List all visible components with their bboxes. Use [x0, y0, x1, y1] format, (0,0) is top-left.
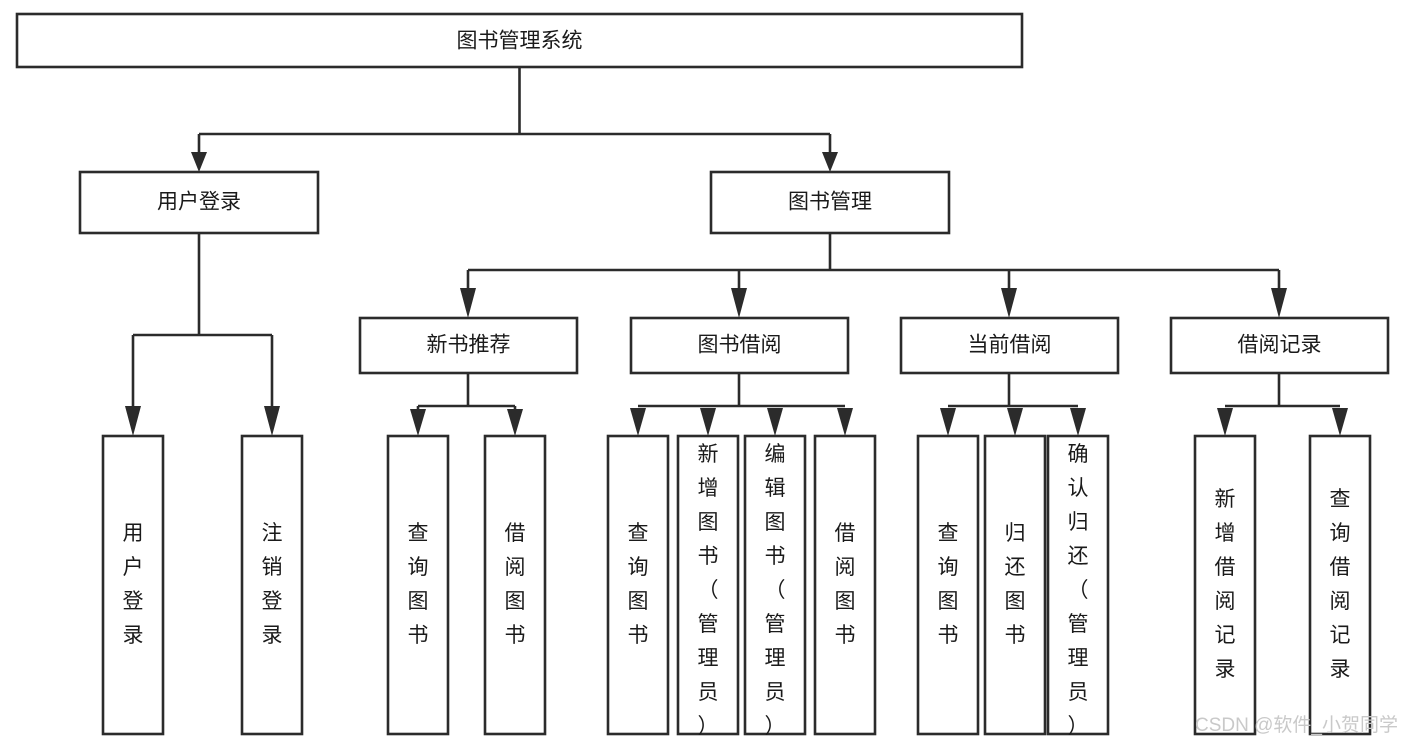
node-new-book-recommend-label: 新书推荐	[427, 334, 511, 357]
leaf-current-borrow-query-label: 查询图书	[938, 522, 959, 647]
arrow-head-leaf-logout	[264, 406, 280, 436]
node-user-login-label: 用户登录	[157, 191, 241, 214]
leaf-borrow-record-query[interactable]: 查询借阅记录	[1308, 434, 1372, 736]
arrow-head-bb-leaf-1	[700, 408, 716, 436]
node-borrow-record-label: 借阅记录	[1238, 334, 1322, 357]
leaf-book-borrow-edit[interactable]: 编辑图书（管理员）	[743, 434, 807, 738]
leaf-borrow-record-add-label: 新增借阅记录	[1215, 488, 1236, 681]
node-book-manage-box[interactable]	[709, 170, 951, 235]
leaf-book-borrow-edit-box[interactable]	[743, 434, 807, 736]
leaf-new-book-query[interactable]: 查询图书	[386, 434, 450, 736]
leaf-borrow-record-query-label: 查询借阅记录	[1330, 488, 1351, 681]
leaf-book-borrow-borrow[interactable]: 借阅图书	[813, 434, 877, 736]
node-user-login-box[interactable]	[78, 170, 320, 235]
leaf-user-login-login-box[interactable]	[101, 434, 165, 736]
node-new-book-recommend-box[interactable]	[358, 316, 579, 375]
node-book-borrow[interactable]: 图书借阅	[629, 316, 850, 375]
node-book-borrow-box[interactable]	[629, 316, 850, 375]
leaf-book-borrow-query[interactable]: 查询图书	[606, 434, 670, 736]
leaf-book-borrow-query-box[interactable]	[606, 434, 670, 736]
node-new-book-recommend[interactable]: 新书推荐	[358, 316, 579, 375]
leaf-book-borrow-add[interactable]: 新增图书（管理员）	[676, 434, 740, 738]
arrow-head-cb-leaf-2	[1070, 408, 1086, 436]
arrow-head-leaf-user-login	[125, 406, 141, 436]
leaf-book-borrow-borrow-label: 借阅图书	[835, 522, 856, 647]
leaf-book-borrow-add-box[interactable]	[676, 434, 740, 736]
leaf-current-borrow-return-label: 归还图书	[1005, 522, 1026, 647]
leaf-book-borrow-borrow-box[interactable]	[813, 434, 877, 736]
node-book-borrow-label: 图书借阅	[698, 334, 782, 357]
leaf-borrow-record-add-box[interactable]	[1193, 434, 1257, 736]
leaf-current-borrow-confirm-label: 确认归还（管理员）	[1068, 443, 1089, 738]
arrow-head-br-leaf-1	[1332, 408, 1348, 436]
arrow-head-borrow-record	[1271, 288, 1287, 318]
leaf-book-borrow-add-label: 新增图书（管理员）	[698, 443, 719, 738]
leaf-user-login-login-label: 用户登录	[123, 522, 144, 647]
node-root-system-box[interactable]	[15, 12, 1024, 69]
leaf-borrow-record-add[interactable]: 新增借阅记录	[1193, 434, 1257, 736]
arrow-head-bb-leaf-2	[767, 408, 783, 436]
leaf-current-borrow-query-box[interactable]	[916, 434, 980, 736]
leaf-user-login-logout-box[interactable]	[240, 434, 304, 736]
arrow-head-new-book	[460, 288, 476, 318]
leaf-current-borrow-confirm-box[interactable]	[1046, 434, 1110, 736]
arrow-head-nb-leaf-1	[507, 409, 523, 436]
leaf-user-login-login[interactable]: 用户登录	[101, 434, 165, 736]
arrow-head-br-leaf-0	[1217, 408, 1233, 436]
leaf-current-borrow-confirm[interactable]: 确认归还（管理员）	[1046, 434, 1110, 738]
node-root-system-label: 图书管理系统	[457, 30, 583, 53]
leaf-user-login-logout-label: 注销登录	[262, 522, 283, 647]
node-borrow-record-box[interactable]	[1169, 316, 1390, 375]
node-current-borrow-label: 当前借阅	[968, 334, 1052, 357]
node-borrow-record[interactable]: 借阅记录	[1169, 316, 1390, 375]
leaf-borrow-record-query-box[interactable]	[1308, 434, 1372, 736]
leaf-book-borrow-query-label: 查询图书	[628, 522, 649, 647]
watermark-label: CSDN @软件_小贺同学	[1195, 714, 1398, 736]
connectors-layer	[125, 67, 1348, 436]
leaf-new-book-borrow-label: 借阅图书	[505, 522, 526, 647]
arrow-head-nb-leaf-0	[410, 409, 426, 436]
arrow-head-current-borrow	[1001, 288, 1017, 318]
leaf-book-borrow-edit-label: 编辑图书（管理员）	[765, 443, 786, 738]
arrow-head-user-login	[191, 152, 207, 172]
leaf-new-book-borrow-box[interactable]	[483, 434, 547, 736]
leaf-new-book-query-label: 查询图书	[408, 522, 429, 647]
node-user-login[interactable]: 用户登录	[78, 170, 320, 235]
leaf-new-book-query-box[interactable]	[386, 434, 450, 736]
leaf-current-borrow-return-box[interactable]	[983, 434, 1047, 736]
node-book-manage[interactable]: 图书管理	[709, 170, 951, 235]
node-root-system[interactable]: 图书管理系统	[15, 12, 1024, 69]
leaf-new-book-borrow[interactable]: 借阅图书	[483, 434, 547, 736]
node-book-manage-label: 图书管理	[788, 191, 872, 214]
arrow-head-cb-leaf-0	[940, 408, 956, 436]
node-current-borrow[interactable]: 当前借阅	[899, 316, 1120, 375]
leaf-user-login-logout[interactable]: 注销登录	[240, 434, 304, 736]
node-current-borrow-box[interactable]	[899, 316, 1120, 375]
leaf-current-borrow-return[interactable]: 归还图书	[983, 434, 1047, 736]
arrow-head-book-borrow	[731, 288, 747, 318]
arrow-head-book-manage	[822, 152, 838, 172]
arrow-head-cb-leaf-1	[1007, 408, 1023, 436]
arrow-head-bb-leaf-0	[630, 408, 646, 436]
leaf-current-borrow-query[interactable]: 查询图书	[916, 434, 980, 736]
arrow-head-bb-leaf-3	[837, 408, 853, 436]
